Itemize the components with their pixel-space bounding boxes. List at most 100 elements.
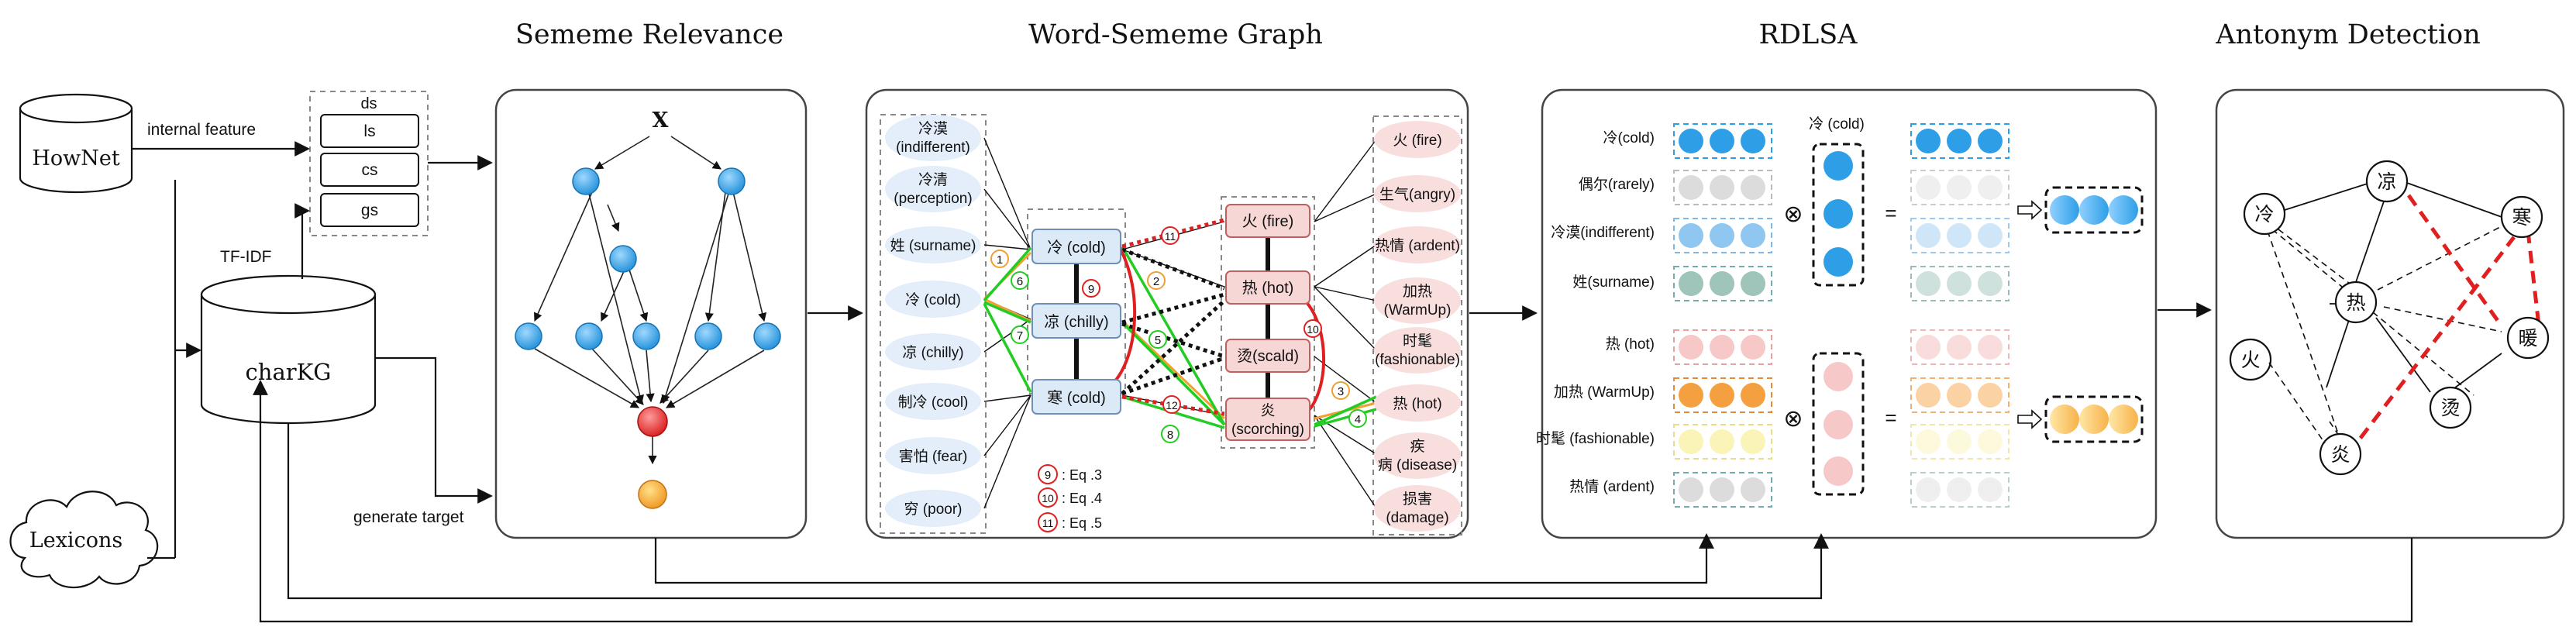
rdlsa-pooled-output	[2017, 186, 2144, 443]
tree-target-node	[637, 406, 668, 437]
equals-symbol: =	[1885, 201, 1896, 225]
antonym-node	[2500, 195, 2543, 239]
source-arrows: internal feature TF-IDF generate target	[132, 121, 493, 560]
left-word-label: 冷 (cold)	[905, 291, 961, 308]
query-label: 冷 (cold)	[1809, 115, 1865, 133]
feature-ls-label: ls	[363, 122, 375, 140]
antonym-node-label: 暖	[2518, 328, 2537, 349]
antonym-node-label: 炎	[2330, 444, 2350, 466]
edge-marker: 1	[997, 253, 1003, 267]
cold-sememe-list: 冷 (cold) 凉 (chilly) 寒 (cold)	[1031, 229, 1121, 415]
antonym-node	[2243, 192, 2286, 236]
antonym-node-label: 火	[2240, 349, 2260, 371]
panel-antonym-detection	[2215, 88, 2565, 539]
right-word-label: 损害	[1403, 491, 1432, 508]
tfidf-label: TF-IDF	[220, 248, 271, 266]
antonym-node	[2319, 432, 2362, 476]
rdlsa-row-label: 姓(surname)	[1572, 274, 1655, 291]
title-word-sememe-graph: Word-Sememe Graph	[1028, 19, 1323, 50]
equation-legend: 9 : Eq .3 10 : Eq .4 11 : Eq .5	[1038, 464, 1102, 532]
tree-node	[718, 167, 746, 195]
feedback-arrows	[253, 380, 2413, 623]
tree-node	[609, 245, 637, 273]
edge-marker: 4	[1355, 413, 1361, 426]
right-word-label: 生气(angry)	[1379, 186, 1455, 203]
left-word-label: 害怕 (fear)	[899, 448, 968, 465]
rdlsa-top-rows: 冷(cold) 偶尔(rarely) 冷漠(indifferent) 姓(sur…	[1551, 129, 1655, 291]
edge-marker: 2	[1153, 275, 1159, 288]
feature-group-label: ds	[360, 95, 377, 112]
right-word-label: 热 (hot)	[1393, 395, 1441, 412]
rdlsa-row-label: 热情 (ardent)	[1569, 478, 1655, 495]
feature-gs-label: gs	[361, 201, 378, 219]
left-word-label: 姓 (surname)	[890, 237, 976, 254]
tree-root-label: X	[653, 108, 669, 133]
antonym-graph: 冷 凉 寒 热 暖 火 烫 炎	[2229, 160, 2550, 476]
charkg-label: charKG	[246, 359, 332, 385]
antonym-node	[2334, 281, 2378, 324]
hot-sememe-label: 烫(scald)	[1237, 347, 1299, 365]
antonym-node-label: 热	[2346, 292, 2365, 314]
edge-marker: 12	[1166, 399, 1178, 411]
left-word-label: 制冷 (cool)	[898, 394, 969, 411]
panel-sememe-relevance	[494, 88, 808, 539]
rdlsa-input-vectors	[1673, 123, 1772, 508]
query-vector-hot	[1812, 352, 1865, 496]
right-word-label: (WarmUp)	[1384, 302, 1452, 318]
hownet-db: HowNet	[19, 93, 133, 194]
legend-text: : Eq .4	[1062, 491, 1102, 506]
legend-text: : Eq .5	[1062, 515, 1102, 531]
edge-marker: 3	[1338, 385, 1344, 398]
hot-sememe-label: 炎	[1260, 402, 1275, 419]
antonym-node	[2229, 338, 2272, 381]
edge-marker: 5	[1155, 334, 1161, 347]
legend-marker: 9	[1045, 469, 1051, 482]
hot-sememe-label: (scorching)	[1231, 422, 1304, 438]
query-vector-cold	[1812, 143, 1865, 287]
right-word-label: 病 (disease)	[1378, 456, 1457, 473]
feature-gs-box	[320, 193, 419, 227]
title-sememe-relevance: Sememe Relevance	[515, 19, 783, 50]
rdlsa-row-label: 时髦 (fashionable)	[1536, 430, 1655, 447]
rdlsa-row-label: 冷漠(indifferent)	[1551, 224, 1655, 241]
lexicons-label: Lexicons	[29, 529, 122, 553]
edge-marker: 7	[1017, 329, 1023, 343]
rdlsa-row-label: 热 (hot)	[1606, 336, 1655, 353]
left-word-label: (perception)	[894, 191, 972, 207]
left-word-label: (indifferent)	[896, 139, 970, 156]
generate-target-label: generate target	[353, 508, 464, 526]
legend-text: : Eq .3	[1062, 467, 1102, 483]
otimes-symbol: ⊗	[1783, 406, 1803, 432]
antonym-node-label: 冷	[2254, 204, 2274, 226]
left-word-label: 冷清	[918, 171, 948, 188]
legend-marker: 10	[1042, 492, 1054, 504]
panel-rdlsa	[1541, 88, 2158, 539]
cold-sememe-label: 冷 (cold)	[1047, 239, 1106, 257]
left-word-label: 凉 (chilly)	[902, 344, 963, 361]
edge-marker: 9	[1088, 283, 1094, 296]
feature-ls-box	[320, 114, 419, 148]
sememe-tree: X	[515, 108, 781, 509]
left-word-list: 冷漠 (indifferent) 冷清 (perception) 姓 (surn…	[885, 115, 981, 527]
right-word-label: 时髦	[1403, 332, 1432, 349]
right-word-label: 加热	[1403, 283, 1432, 300]
title-rdlsa: RDLSA	[1759, 19, 1858, 50]
left-word-label: 穷 (poor)	[904, 501, 963, 518]
rdlsa-weighted-vectors	[1910, 123, 2009, 508]
rdlsa-row-label: 冷(cold)	[1603, 129, 1655, 146]
hot-sememe-list: 火 (fire) 热 (hot) 烫(scald) 炎 (scorching)	[1225, 204, 1310, 441]
right-word-label: (fashionable)	[1375, 352, 1460, 368]
rdlsa-row-label: 加热 (WarmUp)	[1554, 384, 1655, 401]
feature-cs-label: cs	[362, 161, 378, 179]
rdlsa-bottom-rows: 热 (hot) 加热 (WarmUp) 时髦 (fashionable) 热情 …	[1536, 336, 1655, 495]
tree-node	[753, 322, 781, 350]
antonym-node	[2506, 316, 2550, 360]
tree-node	[515, 322, 542, 350]
right-word-label: (damage)	[1386, 510, 1448, 526]
rdlsa-row-label: 偶尔(rarely)	[1579, 176, 1655, 193]
antonym-node	[2429, 386, 2472, 429]
tree-node	[572, 167, 600, 195]
otimes-symbol: ⊗	[1783, 201, 1803, 227]
hot-sememe-label: 热 (hot)	[1242, 279, 1294, 297]
